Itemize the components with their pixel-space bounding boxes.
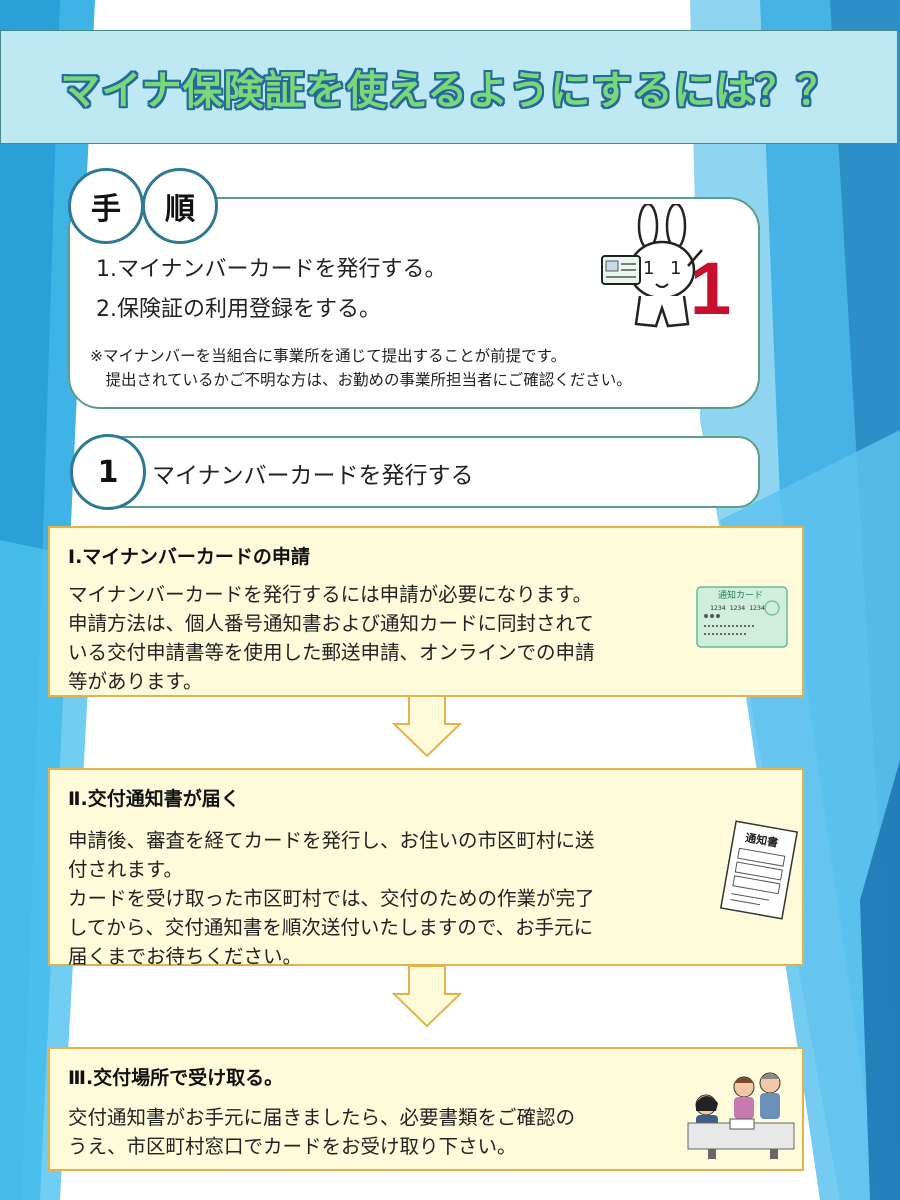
doc-label: 通知書 — [744, 830, 779, 850]
card-number: 1234 1234 1234 — [710, 604, 765, 612]
down-arrow-icon — [392, 696, 462, 758]
step-3-box: Ⅲ.交付場所で受け取る。 交付通知書がお手元に届きましたら、必要書類をご確認の … — [48, 1047, 804, 1171]
step-1-body: マイナンバーカードを発行するには申請が必要になります。 申請方法は、個人番号通知… — [68, 583, 595, 693]
step-3-title: Ⅲ.交付場所で受け取る。 — [68, 1067, 284, 1089]
notice-document-icon: 通知書 — [719, 820, 799, 920]
step-3-body: 交付通知書がお手元に届きましたら、必要書類をご確認の うえ、市区町村窓口でカード… — [68, 1106, 576, 1158]
step-2-body: 申請後、審査を経てカードを発行し、お住いの市区町村に送 付されます。 カードを受… — [68, 829, 595, 968]
step-2-title: Ⅱ.交付通知書が届く — [68, 788, 240, 810]
counter-staff-icon — [687, 1072, 795, 1159]
section-1-number: 1 — [97, 454, 119, 490]
section-1-number-circle: 1 — [70, 434, 146, 510]
step-1-title: Ⅰ.マイナンバーカードの申請 — [68, 546, 310, 568]
card-label: 通知カード — [718, 589, 763, 601]
section-1-label: マイナンバーカードを発行する — [152, 463, 474, 489]
procedure-box — [68, 197, 760, 409]
step-1-box: Ⅰ.マイナンバーカードの申請 マイナンバーカードを発行するには申請が必要になりま… — [48, 526, 804, 697]
section-1-box — [96, 436, 760, 508]
notification-card-icon: 通知カード 1234 1234 1234 — [696, 586, 788, 648]
step-2-box: Ⅱ.交付通知書が届く 申請後、審査を経てカードを発行し、お住いの市区町村に送 付… — [48, 768, 804, 968]
page-title: マイナ保険証を使えるようにするには？？ — [60, 68, 838, 114]
title-banner: マイナ保険証を使えるようにするには？？ — [0, 30, 898, 144]
down-arrow-icon — [392, 966, 462, 1028]
